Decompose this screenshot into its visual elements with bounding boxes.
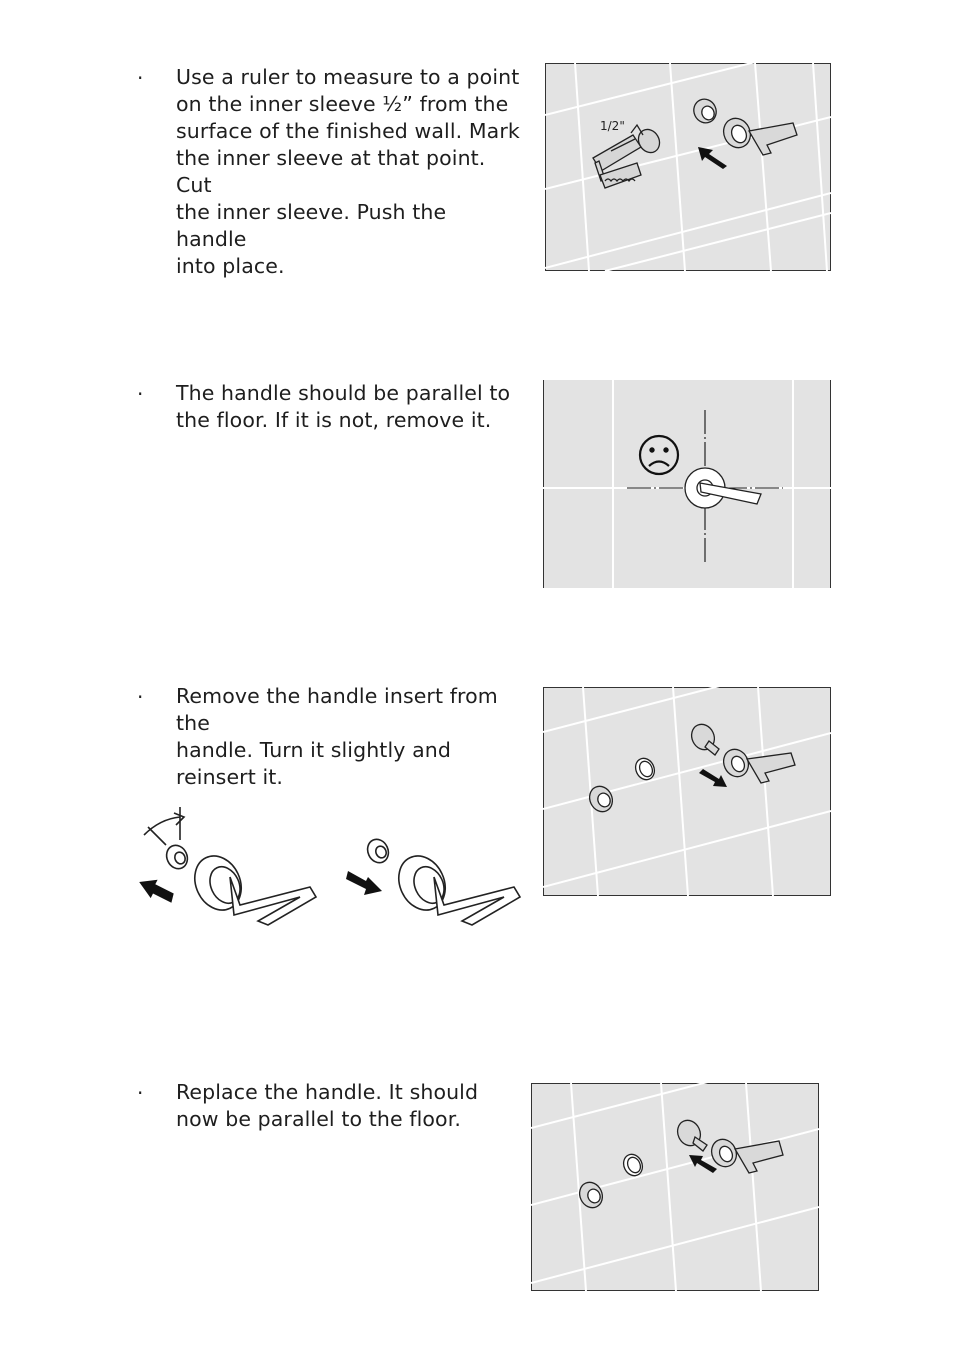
arrow-icon (698, 147, 727, 169)
step-1-text: Use a ruler to measure to a point on the… (176, 65, 520, 278)
handle-remove (143, 807, 318, 926)
bullet: · (137, 685, 144, 709)
step-3-illustration (543, 687, 831, 896)
arrow-icon (346, 871, 382, 895)
arrow-icon (689, 1155, 717, 1173)
sad-face-icon (638, 434, 680, 476)
bullet: · (137, 66, 144, 90)
step-4-text: Replace the handle. It should now be par… (176, 1080, 479, 1131)
step-2-text: The handle should be parallel to the flo… (176, 381, 511, 432)
half-inch-label: 1/2" (600, 119, 625, 133)
bullet: · (137, 1081, 144, 1105)
step-4-illustration (531, 1083, 819, 1291)
arrow-icon (699, 769, 727, 787)
handle-assembly (693, 98, 798, 156)
bullet: · (137, 382, 144, 406)
step-1-illustration: 1/2" (545, 63, 831, 271)
insert-rotation-illustration (130, 805, 530, 935)
arrow-icon (139, 879, 174, 903)
step-3-text: Remove the handle insert from the handle… (176, 684, 498, 789)
valve-sleeve (592, 123, 661, 189)
handle-insert (366, 838, 522, 926)
step-2-illustration (543, 380, 831, 588)
